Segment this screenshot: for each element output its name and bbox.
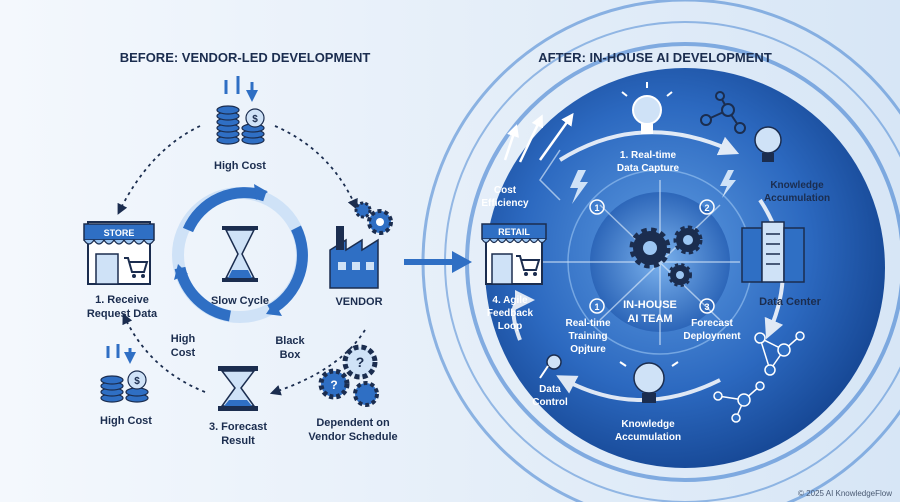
vendor-label: VENDOR: [335, 296, 382, 308]
lightning-icon-left: [570, 170, 588, 204]
badge-2: 2: [704, 203, 709, 213]
slow-cycle-label: Slow Cycle: [211, 295, 269, 307]
footer-copyright: © 2025 AI KnowledgeFlow: [798, 489, 892, 498]
slow-cycle-arrows-icon: [172, 184, 308, 323]
lightbulb-icon-bottom: [619, 361, 679, 403]
network-molecule-icon-bottom: [713, 331, 805, 423]
training-line1: Real-time: [565, 318, 610, 329]
training-line3: Opjture: [570, 344, 606, 355]
black-box-label-line1: Black: [275, 335, 305, 347]
knowledge-bottom-line1: Knowledge: [621, 419, 675, 430]
before-dotted-loop: [117, 125, 366, 396]
step1-label-line1: 1. Receive: [95, 294, 149, 306]
step-badges: [589, 199, 715, 314]
step3-label-line1: 3. Forecast: [209, 421, 267, 433]
retail-store-icon: [481, 223, 547, 285]
training-line2: Training: [569, 331, 608, 342]
factory-icon: [329, 226, 379, 289]
dependent-label-line1: Dependent on: [316, 417, 390, 429]
retail-sign: RETAIL: [498, 227, 530, 237]
svg-text:?: ?: [356, 354, 365, 370]
agile-line1: 4. Agile: [492, 295, 528, 306]
cost-efficiency-line1: Cost: [494, 185, 517, 196]
step1-capture-line2: Data Capture: [617, 163, 680, 174]
high-cost-label-line1: High: [171, 333, 196, 345]
data-control-line1: Data: [539, 384, 561, 395]
ai-team-line1: IN-HOUSE: [623, 299, 677, 311]
agile-line3: Loop: [498, 321, 522, 332]
svg-text:$: $: [252, 114, 258, 125]
network-molecule-icon-top: [700, 91, 746, 134]
coins-icon-top: $: [216, 76, 265, 145]
black-box-label-line2: Box: [280, 349, 302, 361]
store-sign: STORE: [104, 228, 135, 238]
hourglass-icon-center: [222, 226, 258, 282]
knowledge-top-line2: Accumulation: [764, 193, 830, 204]
top-cost-label: High Cost: [214, 160, 266, 172]
before-title: BEFORE: VENDOR-LED DEVELOPMENT: [120, 50, 371, 65]
dependent-label-line2: Vendor Schedule: [308, 431, 397, 443]
gears-question-icon: ? ?: [318, 344, 379, 407]
forecast-line1: Forecast: [691, 318, 733, 329]
lightbulb-icon-top: [621, 82, 673, 134]
knowledge-bottom-line2: Accumulation: [615, 432, 681, 443]
after-title: AFTER: IN-HOUSE AI DEVELOPMENT: [538, 50, 772, 65]
coins-icon-bottom: $: [100, 344, 149, 403]
knowledge-top-line1: Knowledge: [770, 180, 824, 191]
lightning-icon-right: [720, 170, 736, 198]
gears-icon-ai-team: [629, 225, 703, 287]
bottom-cost-label: High Cost: [100, 415, 152, 427]
svg-text:$: $: [134, 376, 140, 387]
lightbulb-icon-knowledge-top: [754, 126, 782, 162]
cost-efficiency-line2: Efficiency: [481, 198, 529, 209]
agile-line2: Feedback: [487, 308, 534, 319]
forecast-line2: Deployment: [683, 331, 741, 342]
badge-1b: 1: [594, 302, 599, 312]
hourglass-icon-bottom: [218, 366, 258, 411]
svg-text:?: ?: [330, 378, 337, 392]
badge-3: 3: [704, 302, 709, 312]
data-control-icon: [539, 354, 562, 379]
store-icon: [83, 221, 155, 285]
step1-capture-line1: 1. Real-time: [620, 150, 677, 161]
growth-arrows-icon: [503, 112, 574, 163]
data-center-label: Data Center: [759, 296, 821, 308]
step3-label-line2: Result: [221, 435, 255, 447]
data-control-line2: Control: [532, 397, 568, 408]
gears-icon-vendor: [354, 201, 393, 235]
step1-label-line2: Request Data: [87, 308, 158, 320]
badge-1a: 1: [594, 203, 599, 213]
high-cost-label-line2: Cost: [171, 347, 196, 359]
transition-arrow-icon: [404, 251, 472, 273]
server-rack-icon: [741, 221, 805, 283]
ai-team-line2: AI TEAM: [627, 313, 672, 325]
